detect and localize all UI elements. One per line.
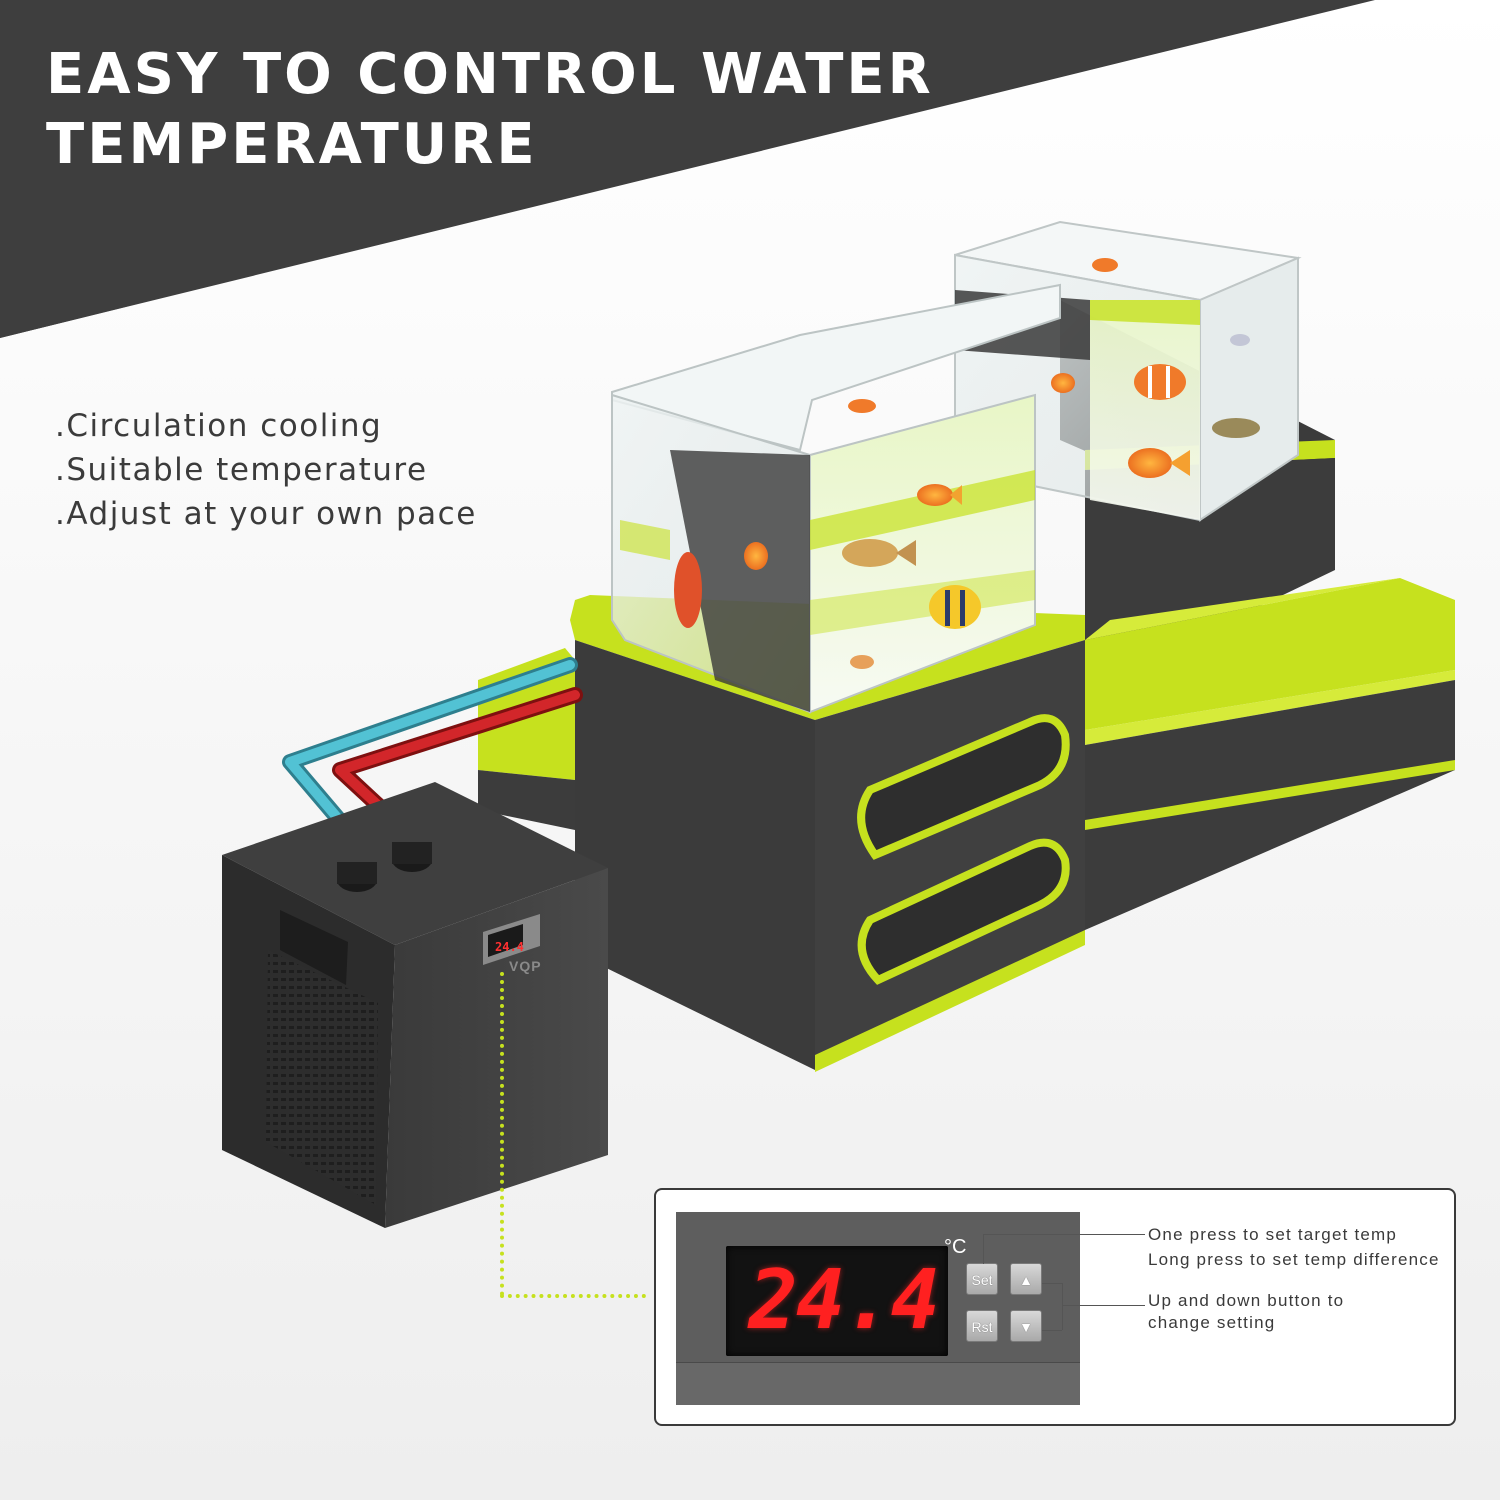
headline-line-2: TEMPERATURE	[46, 112, 538, 177]
fish-group	[674, 258, 1260, 669]
leader-line	[983, 1234, 984, 1264]
front-aquarium-glass	[611, 283, 1061, 714]
water-chiller: 24.4	[222, 782, 608, 1228]
feature-list: .Circulation cooling .Suitable temperatu…	[55, 404, 477, 536]
panel-bottom-strip	[676, 1362, 1080, 1405]
feature-item: .Circulation cooling	[55, 408, 383, 444]
headline: EASY TO CONTROL WATER TEMPERATURE	[46, 40, 934, 180]
controller-callout: 24.4 °C Set Rst ▲ ▼ One press to set tar…	[654, 1188, 1456, 1426]
set-button[interactable]: Set	[966, 1263, 998, 1295]
set-button-note: One press to set target temp Long press …	[1148, 1224, 1440, 1271]
note-line: change setting	[1148, 1313, 1276, 1332]
svg-text:24.4: 24.4	[495, 940, 524, 954]
right-base-box	[1085, 578, 1455, 930]
up-arrow-button[interactable]: ▲	[1010, 1263, 1042, 1295]
temperature-readout: 24.4	[748, 1253, 940, 1348]
temperature-controller-panel: 24.4 °C Set Rst ▲ ▼	[676, 1212, 1080, 1405]
lcd-display: 24.4	[726, 1246, 948, 1356]
down-arrow-button[interactable]: ▼	[1010, 1310, 1042, 1342]
connector-dotted-line	[500, 1294, 646, 1298]
note-line: Up and down button to	[1148, 1291, 1345, 1310]
feature-item: .Adjust at your own pace	[55, 496, 477, 532]
headline-line-1: EASY TO CONTROL WATER	[46, 42, 934, 107]
note-line: Long press to set temp difference	[1148, 1250, 1440, 1269]
leader-line	[1042, 1283, 1062, 1284]
leader-line	[1062, 1283, 1063, 1330]
chiller-brand-label: VQP	[509, 958, 542, 974]
note-line: One press to set target temp	[1148, 1225, 1398, 1244]
reset-button[interactable]: Rst	[966, 1310, 998, 1342]
arrow-buttons-note: Up and down button to change setting	[1148, 1290, 1344, 1334]
celsius-unit: °C	[944, 1236, 967, 1258]
feature-item: .Suitable temperature	[55, 452, 428, 488]
leader-line	[1062, 1305, 1145, 1306]
leader-line	[1042, 1330, 1062, 1331]
connector-dotted-line	[500, 972, 504, 1296]
leader-line	[983, 1234, 1145, 1235]
